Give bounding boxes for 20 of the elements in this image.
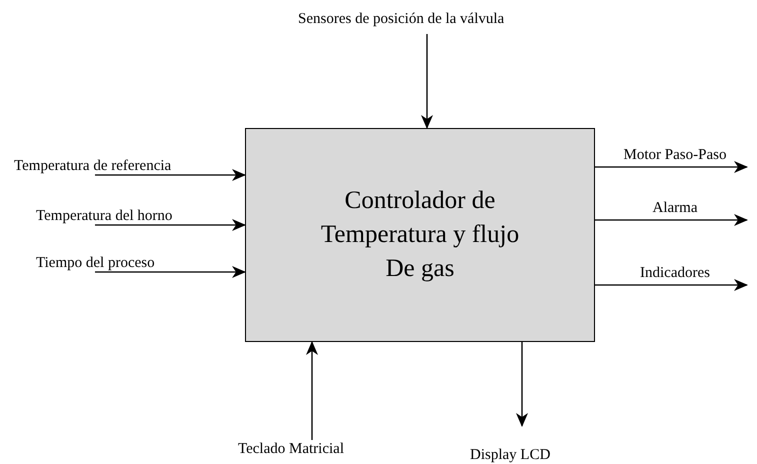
arrow	[421, 34, 433, 129]
arrow	[95, 219, 246, 231]
arrow	[95, 169, 246, 181]
process-title: Controlador de Temperatura y flujo De gas	[320, 186, 520, 284]
signal-label: Teclado Matricial	[238, 440, 388, 458]
arrow	[595, 279, 748, 291]
arrow	[516, 342, 528, 427]
arrow	[306, 341, 318, 440]
signal-label: Display LCD	[470, 446, 580, 464]
signal-label: Motor Paso-Paso	[603, 146, 747, 174]
arrow	[595, 161, 748, 173]
signal-label: Sensores de posición de la válvula	[298, 10, 598, 28]
signal-label: Tiempo del proceso	[36, 254, 244, 272]
signal-label: Temperatura del horno	[36, 207, 244, 225]
arrow	[95, 266, 246, 278]
signal-label: Temperatura de referencia	[14, 157, 244, 175]
signal-label: Alarma	[603, 199, 747, 227]
process-box	[245, 128, 595, 342]
signal-label: Indicadores	[603, 264, 747, 292]
arrow	[595, 214, 748, 226]
